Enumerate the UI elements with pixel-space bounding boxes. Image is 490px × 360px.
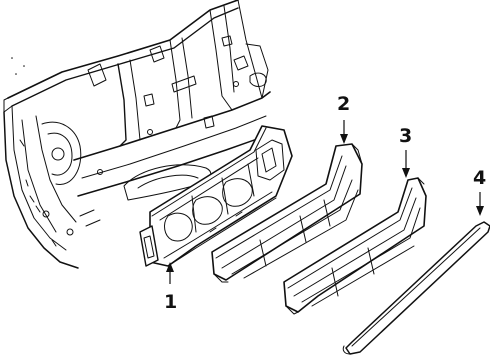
callout-label-3: 3 xyxy=(399,125,412,147)
part-4-molding-strip xyxy=(342,221,490,355)
callout-label-1: 1 xyxy=(164,291,177,313)
callout-label-4: 4 xyxy=(473,167,486,189)
callout-4: 4 xyxy=(473,167,486,216)
callout-1: 1 xyxy=(164,262,177,313)
callout-3: 3 xyxy=(399,125,412,178)
part-3-trim-panel xyxy=(283,177,427,315)
callout-label-2: 2 xyxy=(337,93,350,115)
part-2-tail-lamp-lens xyxy=(211,143,363,283)
part-1-lamp-housing xyxy=(139,125,293,267)
rear-body-panel xyxy=(3,0,271,269)
callout-2: 2 xyxy=(337,93,350,144)
